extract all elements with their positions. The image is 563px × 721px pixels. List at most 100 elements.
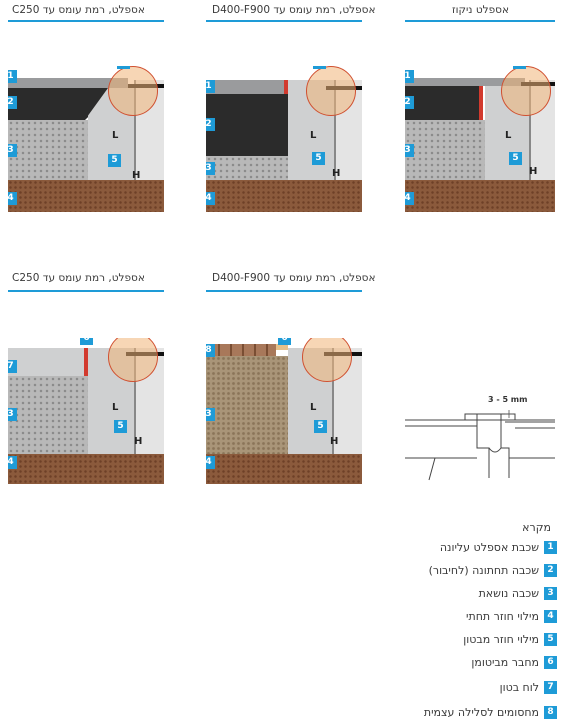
title-rule xyxy=(206,290,362,292)
legend-badge: 7 xyxy=(544,680,557,694)
layer-top-asphalt xyxy=(8,78,128,88)
badge-6: 6 xyxy=(513,66,526,69)
badge-5: 5 xyxy=(314,420,327,433)
legend-item: 5 מילוי חוזר מבטון xyxy=(463,632,557,646)
legend-label: מחבר מביטומן xyxy=(471,655,539,669)
legend-label: מילוי חוזר מבטון xyxy=(463,632,539,646)
dimension-l: L xyxy=(310,402,317,413)
legend-item: 4 מילוי חוזר תחתי xyxy=(466,609,557,623)
title-rule xyxy=(8,20,164,22)
layer-top-asphalt xyxy=(405,78,525,86)
legend-item: 2 שכבה תחתונה (לחיבור) xyxy=(429,563,557,577)
legend-item: 8 מחסומים לסלילה עצמית xyxy=(424,705,557,719)
layer-base xyxy=(405,120,485,180)
detail-circle xyxy=(108,66,158,116)
legend-badge: 1 xyxy=(544,540,557,554)
legend-item: 6 מחבר מביטומן xyxy=(471,655,557,669)
diagram-bottom-middle: 8 3 4 5 6 L H xyxy=(206,338,362,484)
dimension-l: L xyxy=(505,130,512,141)
badge-3: 3 xyxy=(206,408,215,421)
layer-top-asphalt xyxy=(206,80,286,94)
badge-1: 1 xyxy=(206,80,215,93)
joint-strip xyxy=(284,80,288,94)
diagram-top-middle: 1 2 3 4 5 6 L H xyxy=(206,66,362,212)
detail-circle xyxy=(501,66,551,116)
dimension-h: H xyxy=(132,170,141,181)
dimension-h: H xyxy=(529,166,538,177)
badge-2: 2 xyxy=(206,118,215,131)
badge-5: 5 xyxy=(114,420,127,433)
badge-7: 7 xyxy=(8,360,17,373)
badge-4: 4 xyxy=(8,456,17,469)
badge-2: 2 xyxy=(8,96,17,109)
badge-2: 2 xyxy=(405,96,414,109)
badge-6: 6 xyxy=(80,338,93,345)
layer-bottom-asphalt xyxy=(206,94,288,156)
legend-label: לוח בטון xyxy=(499,680,539,694)
panel-title-top-left: אספלט, רמת עומס עד C250 xyxy=(12,4,145,16)
legend-label: מחסומים לסלילה עצמית xyxy=(423,705,539,719)
legend-badge: 4 xyxy=(544,609,557,623)
dimension-l: L xyxy=(112,130,119,141)
badge-4: 4 xyxy=(206,192,215,205)
legend-badge: 8 xyxy=(544,705,557,719)
legend-item: 1 שכבת אספלט עליונה xyxy=(440,540,557,554)
badge-3: 3 xyxy=(8,408,17,421)
panel-title-top-middle: אספלט, רמת עומס עד D400-F900 xyxy=(212,4,376,16)
legend-badge: 5 xyxy=(544,632,557,646)
badge-3: 3 xyxy=(206,162,215,175)
badge-8: 8 xyxy=(206,344,215,357)
badge-1: 1 xyxy=(8,70,17,83)
detail-circle xyxy=(306,66,356,116)
badge-6: 6 xyxy=(313,66,326,69)
badge-4: 4 xyxy=(206,456,215,469)
joint-strip xyxy=(84,348,88,376)
layer-base xyxy=(8,376,88,454)
badge-4: 4 xyxy=(8,192,17,205)
dimension-h: H xyxy=(330,436,339,447)
diagram-bottom-left: 7 3 4 5 6 L H xyxy=(8,338,164,484)
legend-title: מקרא xyxy=(522,521,551,534)
badge-1: 1 xyxy=(405,70,414,83)
legend-badge: 3 xyxy=(544,586,557,600)
legend-label: מילוי חוזר תחתי xyxy=(466,609,539,623)
title-rule xyxy=(206,20,362,22)
badge-4: 4 xyxy=(405,192,414,205)
badge-5: 5 xyxy=(312,152,325,165)
gap-dimension-label: 3 - 5 mm xyxy=(488,395,528,404)
panel-title-bottom-middle: אספלט, רמת עומס עד D400-F900 xyxy=(212,272,376,284)
joint-strip xyxy=(479,86,483,120)
badge-3: 3 xyxy=(405,144,414,157)
panel-title-bottom-left: אספלט, רמת עומס עד C250 xyxy=(12,272,145,284)
dimension-h: H xyxy=(332,168,341,179)
badge-6: 6 xyxy=(278,338,291,345)
layer-sand xyxy=(206,356,288,454)
detail-circle xyxy=(108,338,158,382)
joint-strip xyxy=(276,344,288,350)
dimension-h: H xyxy=(134,436,143,447)
legend-item: 7 לוח בטון xyxy=(500,680,557,694)
badge-3: 3 xyxy=(8,144,17,157)
legend-badge: 6 xyxy=(544,655,557,669)
detail-circle xyxy=(302,338,352,382)
title-rule xyxy=(8,290,164,292)
layer-soil xyxy=(206,454,362,484)
layer-soil xyxy=(405,180,555,212)
dimension-l: L xyxy=(112,402,119,413)
diagram-top-right: 1 2 3 4 5 6 L H xyxy=(405,66,555,212)
legend-item: 3 שכבה נושאת xyxy=(479,586,557,600)
badge-5: 5 xyxy=(509,152,522,165)
layer-soil xyxy=(8,454,164,484)
channel-detail-drawing xyxy=(405,410,555,481)
diagram-top-left: 1 2 3 4 5 6 L H xyxy=(8,66,164,212)
badge-6: 6 xyxy=(117,66,130,69)
dimension-l: L xyxy=(310,130,317,141)
legend-label: שכבה נושאת xyxy=(478,586,539,600)
title-rule xyxy=(405,20,555,22)
layer-soil xyxy=(8,180,164,212)
legend-badge: 2 xyxy=(544,563,557,577)
panel-title-top-right: אספלט ניקוז xyxy=(452,4,510,16)
layer-paving-blocks xyxy=(206,344,276,356)
layer-base xyxy=(8,120,88,180)
badge-5: 5 xyxy=(108,154,121,167)
